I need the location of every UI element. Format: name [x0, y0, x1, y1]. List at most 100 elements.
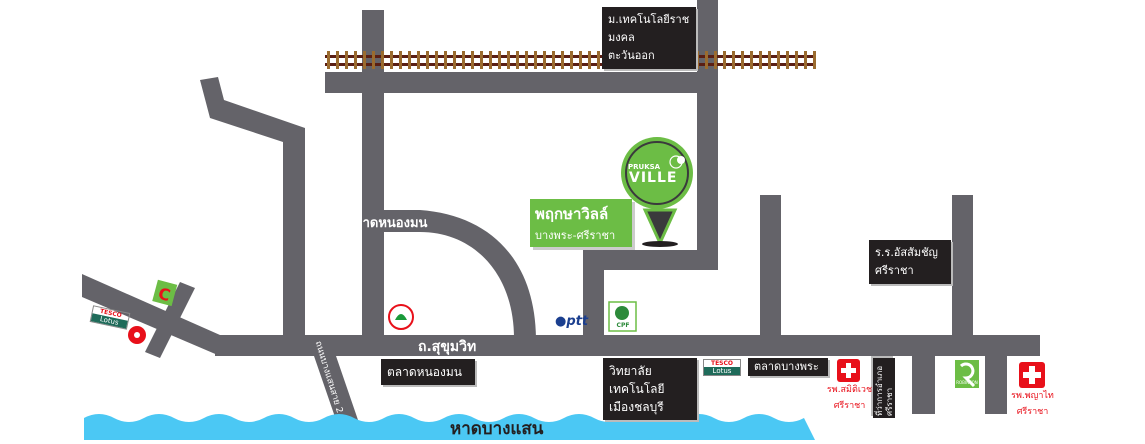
- rail-tie: [705, 51, 708, 69]
- cpf-logo-text: CPF: [616, 322, 630, 329]
- rail-tie: [786, 51, 789, 69]
- rail-tie: [597, 51, 600, 69]
- rail-tie: [462, 51, 465, 69]
- rail-tie: [570, 51, 573, 69]
- rail-tie: [453, 51, 456, 69]
- robinson-logo-icon: [955, 360, 979, 388]
- rail-tie: [804, 51, 807, 69]
- label-market-nongmon: ตลาดหนองมน: [381, 359, 475, 385]
- road: [200, 77, 305, 338]
- rail-tie: [381, 51, 384, 69]
- label-line: รพ.สมิติเวช: [826, 385, 873, 395]
- rail-tie: [750, 51, 753, 69]
- rail-tie: [390, 51, 393, 69]
- rail-tie: [363, 51, 366, 69]
- rail-tie: [813, 51, 816, 69]
- rail-tie: [516, 51, 519, 69]
- rail-tie: [426, 51, 429, 69]
- rail-tie: [327, 51, 330, 69]
- robinson-logo-text: ROBINSON: [956, 380, 978, 385]
- cpf-logo-icon: [608, 301, 637, 332]
- rail-tie: [525, 51, 528, 69]
- rail-tie: [444, 51, 447, 69]
- rail-tie: [723, 51, 726, 69]
- sea: [84, 414, 815, 440]
- label-college: วิทยาลัยเทคโนโลยีเมืองชลบุรี: [603, 358, 697, 420]
- rail-tie: [552, 51, 555, 69]
- label-line: ศรีราชา: [1016, 407, 1049, 417]
- label-line: ศรีราชา: [885, 387, 894, 416]
- hospital-icon: [1019, 362, 1045, 388]
- rail-tie: [345, 51, 348, 69]
- svg-text:C: C: [156, 284, 172, 305]
- rail-tie: [741, 51, 744, 69]
- pruksa-logo-text: PRUKSA: [628, 163, 661, 171]
- rail-tie: [480, 51, 483, 69]
- rail-tie: [507, 51, 510, 69]
- label-line: ร.ร.อัสสัมชัญ: [875, 246, 938, 259]
- road: [697, 0, 718, 270]
- rail-tie: [372, 51, 375, 69]
- project-label[interactable]: พฤกษาวิลล์ บางพระ-ศรีราชา: [530, 199, 632, 247]
- lotus-text: Lotus: [704, 367, 740, 375]
- rail-tie: [471, 51, 474, 69]
- railway: [325, 51, 816, 69]
- road: [145, 282, 195, 358]
- label-line: ศรีราชา: [833, 401, 866, 411]
- rail-tie: [714, 51, 717, 69]
- road: [82, 274, 220, 356]
- road: [985, 350, 1007, 414]
- project-branch: บางพระ-ศรีราชา: [535, 229, 616, 242]
- ville-logo-text: VILLE: [629, 170, 678, 186]
- road: [314, 356, 358, 420]
- rail-tie: [579, 51, 582, 69]
- rail-tie: [696, 51, 699, 69]
- tesco-text: TESCO: [710, 360, 734, 367]
- road: [952, 195, 973, 340]
- ptt-logo: ●ptt: [555, 314, 589, 329]
- road: [362, 10, 384, 335]
- road: [583, 250, 604, 340]
- label-line: รพ.พญาไท: [1011, 391, 1054, 401]
- road: [912, 350, 935, 414]
- map-pin[interactable]: [621, 137, 693, 247]
- road: [583, 250, 718, 270]
- sukhumvit-road: [215, 335, 1040, 356]
- rail-tie: [561, 51, 564, 69]
- rail-tie: [417, 51, 420, 69]
- rail-tie: [795, 51, 798, 69]
- label-school: ร.ร.อัสสัมชัญศรีราชา: [869, 240, 951, 284]
- tops-logo-icon: [128, 326, 146, 344]
- label-university: ม.เทคโนโลยีราชมงคลตะวันออก: [602, 7, 696, 69]
- label-line: ศรีราชา: [875, 264, 914, 277]
- rail-tie: [588, 51, 591, 69]
- rail-tie: [534, 51, 537, 69]
- rail-tie: [768, 51, 771, 69]
- rail-tie: [777, 51, 780, 69]
- rail-tie: [732, 51, 735, 69]
- tesco-lotus-logo: TESCO Lotus: [703, 359, 741, 376]
- kbank-logo-icon: [388, 304, 414, 330]
- road: [760, 195, 781, 340]
- rail-tie: [399, 51, 402, 69]
- beach-label: หาดบางแสน: [450, 419, 544, 439]
- rail-tie: [354, 51, 357, 69]
- rail-tie: [759, 51, 762, 69]
- road-label-sukhumvit: ถ.สุขุมวิท: [418, 339, 477, 355]
- label-hospital-phyathai: รพ.พญาไทศรีราชา: [1005, 388, 1060, 420]
- label-line: วิทยาลัยเทคโนโลยี: [609, 364, 665, 396]
- rail-tie: [435, 51, 438, 69]
- rail-tie: [489, 51, 492, 69]
- rail-tie: [336, 51, 339, 69]
- rail-tie: [408, 51, 411, 69]
- label-line: ม.เทคโนโลยีราชมงคล: [608, 13, 690, 44]
- label-line: ตะวันออก: [608, 49, 655, 62]
- label-line: เมืองชลบุรี: [609, 400, 664, 414]
- rail-tie: [498, 51, 501, 69]
- ptt-logo-text: ptt: [566, 314, 589, 329]
- project-name: พฤกษาวิลล์: [535, 205, 609, 223]
- road: [325, 72, 718, 93]
- bypass-road: [384, 210, 536, 338]
- bigc-logo-icon: C: [152, 279, 178, 307]
